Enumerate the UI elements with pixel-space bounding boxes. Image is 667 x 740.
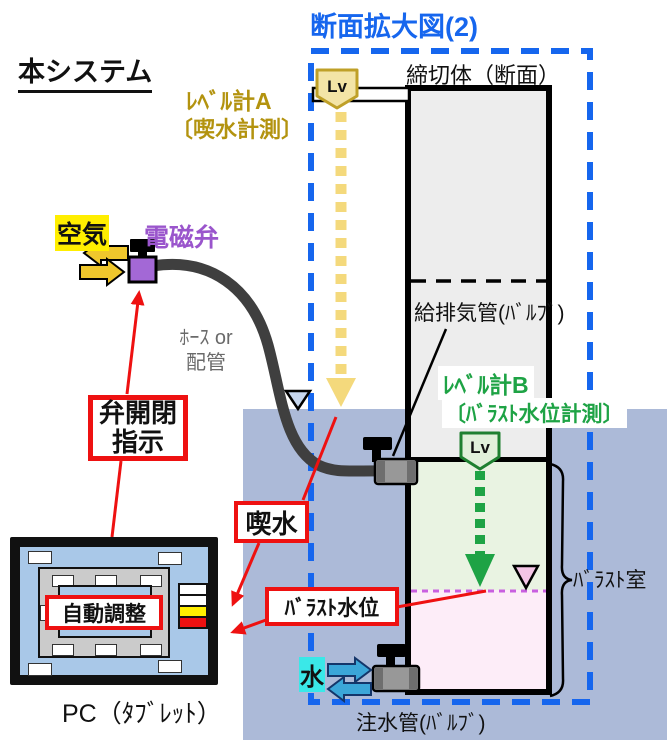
indicator-cell-white <box>180 596 206 607</box>
level-meter-a-badge-text: Lv <box>327 77 347 96</box>
level-meter-a-sublabel: 〔喫水計測〕 <box>171 117 304 142</box>
injection-pipe-label: 注水管(ﾊﾞﾙﾌﾞ) <box>356 712 486 735</box>
pc-label: PC（ﾀﾌﾞﾚｯﾄ） <box>62 700 222 728</box>
ballast-level-triangle-icon <box>511 564 541 591</box>
air-in-arrow-icon <box>79 256 126 288</box>
pc-to-command-line <box>110 460 123 538</box>
indicator-cell-white <box>180 585 206 596</box>
injection-valve-icon <box>371 644 421 693</box>
water-label: 水 <box>299 657 325 692</box>
hose-pipe <box>147 259 398 477</box>
level-meter-b-sublabel: 〔ﾊﾞﾗｽﾄ水位計測〕 <box>442 398 627 428</box>
ballast-room-label: ﾊﾞﾗｽﾄ室 <box>573 569 647 592</box>
level-meter-b-label: ﾚﾍﾞﾙ計B <box>438 366 534 400</box>
hose-label-line2: 配管 <box>186 352 226 374</box>
hose-label-line1: ﾎｰｽ or <box>179 327 233 349</box>
screen-block <box>140 644 162 656</box>
supply-exhaust-valve-icon <box>363 437 419 486</box>
draft-pointer-line <box>301 416 338 501</box>
level-meter-a-badge <box>315 68 359 110</box>
pc-tablet: 自動調整 <box>10 537 218 685</box>
hose-label: ﾎｰｽ or 配管 <box>166 326 246 376</box>
screen-block <box>158 660 182 673</box>
level-meter-b-badge <box>459 431 501 471</box>
ballast-measure-arrowhead <box>465 554 495 587</box>
water-out-arrow-icon <box>326 675 372 703</box>
page-title: 本システム <box>18 50 153 93</box>
ballast-room-brace <box>549 462 573 698</box>
water-in-arrow-icon <box>327 656 373 684</box>
draft-label-box: 喫水 <box>234 501 309 543</box>
pc-screen: 自動調整 <box>20 547 208 676</box>
ballast-room-water-zone <box>411 590 546 689</box>
closure-body-label: 締切体（断面） <box>406 63 561 88</box>
ballast-level-label-box: ﾊﾞﾗｽﾄ水位 <box>265 587 399 626</box>
section-view-border <box>308 48 593 705</box>
screen-block <box>28 551 52 564</box>
level-meter-b-badge-text: Lv <box>470 438 490 457</box>
auto-adjust-box: 自動調整 <box>45 595 163 630</box>
air-label: 空気 <box>55 215 110 251</box>
solenoid-valve-icon <box>127 239 158 284</box>
status-indicator <box>178 583 208 629</box>
solenoid-valve-label: 電磁弁 <box>144 224 220 252</box>
ballast-level-pointer-line <box>396 589 487 609</box>
pipe-label-pointer <box>391 328 448 457</box>
draft-to-pc-arrow <box>231 542 261 607</box>
command-to-valve-arrow <box>125 290 145 395</box>
valve-command-box: 弁開閉 指示 <box>88 395 188 461</box>
level-meter-a-label: ﾚﾍﾞﾙ計A <box>186 88 272 114</box>
screen-block <box>52 644 74 656</box>
valve-command-line2: 指示 <box>111 427 164 457</box>
screen-block <box>158 552 182 565</box>
screen-block <box>95 644 117 656</box>
ballast-to-pc-arrow <box>230 618 267 635</box>
indicator-cell-red <box>180 618 206 627</box>
screen-block <box>28 663 52 676</box>
indicator-cell-yellow <box>180 607 206 618</box>
supply-exhaust-pipe-label: 給排気管(ﾊﾞﾙﾌﾞ) <box>414 302 565 325</box>
sea-level-triangle-icon <box>283 389 313 412</box>
draft-measure-arrowhead <box>326 378 356 407</box>
section-view-title: 断面拡大図(2) <box>310 12 478 42</box>
valve-command-line1: 弁開閉 <box>98 397 177 428</box>
